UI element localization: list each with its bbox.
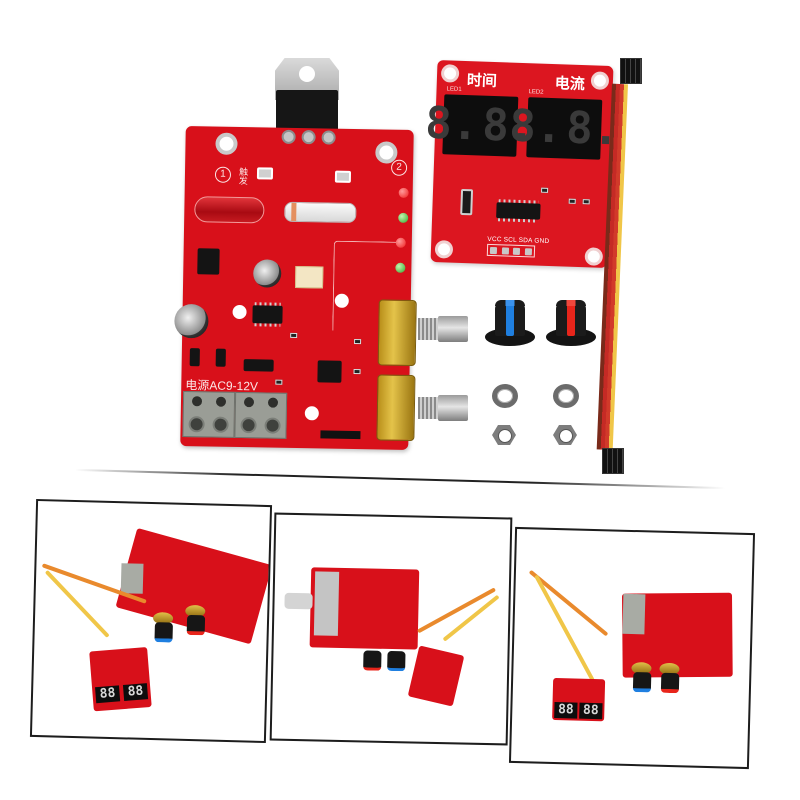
time-potentiometer[interactable] — [377, 299, 417, 367]
mini-knob-red — [186, 614, 206, 636]
display-driver-ic — [496, 199, 541, 223]
smd-component — [353, 369, 361, 375]
trigger-label: 触发 — [237, 166, 249, 186]
mini-knob-red — [660, 672, 680, 694]
status-led-green — [395, 262, 406, 273]
red-knob[interactable] — [546, 300, 596, 346]
mini-cable — [534, 574, 595, 682]
smd-component — [568, 198, 576, 204]
washer — [492, 384, 518, 408]
mounting-hole — [590, 71, 610, 90]
display-board: 时间 电流 LED1 LED2 8. 8. 8. 8. VCC SCL SDA … — [424, 59, 620, 269]
washer — [553, 384, 579, 408]
mini-knob-blue — [387, 650, 406, 672]
segment-digit: 8. — [424, 97, 480, 151]
smd-component — [290, 332, 298, 339]
marker-2: 2 — [390, 159, 408, 176]
main-control-board: 1 2 触发 电源AC9-12V — [174, 126, 417, 450]
smd-component — [582, 199, 590, 205]
electrolytic-capacitor — [253, 259, 282, 288]
mounting-hole — [434, 240, 454, 259]
regulator-pin — [321, 130, 336, 145]
power-resistor — [284, 201, 357, 224]
led2-label: LED2 — [528, 89, 544, 96]
status-led-red — [398, 187, 409, 198]
diode — [215, 348, 226, 367]
display-header-4pin[interactable] — [320, 430, 361, 440]
glass-fuse — [194, 196, 265, 224]
display-pin-header[interactable] — [486, 243, 536, 258]
mini-terminal — [120, 563, 144, 594]
blue-knob[interactable] — [485, 300, 535, 346]
mounting-hole — [584, 247, 604, 266]
mini-display-board: 88 88 — [552, 677, 606, 722]
mini-terminal — [622, 593, 646, 635]
mounting-hole — [440, 64, 460, 83]
regulator-pin — [301, 130, 316, 145]
cable-connector-bottom[interactable] — [602, 448, 624, 474]
power-terminal-block[interactable] — [182, 391, 236, 438]
pot-shaft[interactable] — [438, 316, 468, 342]
thumbnail-assembled-top[interactable]: 88 88 — [508, 526, 756, 770]
mounting-hole — [304, 406, 319, 421]
smd-component — [354, 339, 362, 345]
mini-display-board-rear — [407, 645, 465, 707]
voltage-regulator-ic — [197, 248, 220, 275]
mini-knob-blue — [154, 622, 173, 643]
hex-nut — [553, 425, 577, 445]
pot-shaft[interactable] — [438, 395, 468, 421]
led1-label: LED1 — [446, 86, 462, 93]
thumbnail-rear-view[interactable] — [269, 512, 513, 746]
tssop-ic — [317, 360, 342, 383]
mini-heatsink-plate — [313, 571, 340, 636]
mini-knob-red — [363, 650, 382, 671]
solder-pad — [334, 170, 352, 183]
thumbnail-assembled-angled[interactable]: 88 88 — [29, 498, 273, 744]
regulator-pin — [281, 129, 296, 144]
current-potentiometer[interactable] — [376, 374, 416, 442]
segment-digit: 8. — [508, 100, 564, 154]
mounting-hole — [215, 132, 238, 155]
status-led-red — [395, 237, 406, 248]
marker-1: 1 — [214, 166, 232, 183]
mounting-hole — [232, 304, 247, 320]
capacitor-c1 — [541, 187, 549, 193]
mini-regulator-tab — [284, 592, 313, 610]
diode — [189, 348, 200, 367]
hex-nut — [492, 425, 516, 445]
mini-knob-blue — [632, 672, 652, 693]
pot-thread — [418, 397, 440, 419]
electrolytic-capacitor — [174, 303, 209, 339]
section-divider — [75, 468, 725, 490]
smd-bridge — [243, 359, 274, 372]
time-seven-segment-display: 8. 8. — [424, 94, 536, 157]
mini-cable — [44, 569, 110, 638]
time-title: 时间 — [466, 72, 498, 91]
output-terminal-block[interactable] — [234, 391, 288, 439]
current-title: 电流 — [554, 75, 586, 94]
cable-connector-top[interactable] — [620, 58, 642, 84]
optocoupler — [295, 265, 324, 289]
solder-pad — [256, 167, 274, 180]
pot-thread — [418, 318, 440, 340]
smd-component — [275, 379, 283, 385]
crystal-component — [460, 188, 474, 216]
mini-display-board: 88 88 — [89, 647, 152, 712]
soic-ic — [252, 302, 283, 327]
status-led-green — [398, 212, 409, 223]
current-seven-segment-display: 8. 8. — [508, 97, 620, 160]
